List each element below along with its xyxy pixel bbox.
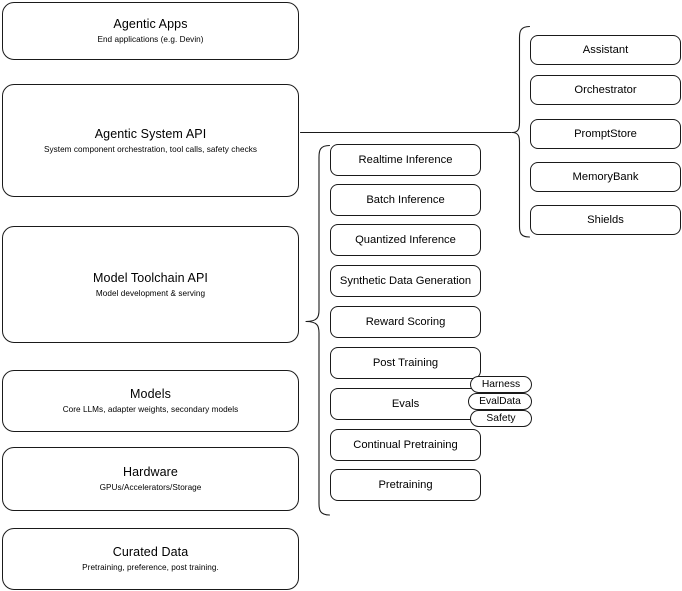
eval-subcomponent-label: Safety	[486, 413, 516, 424]
component-realtime-inference[interactable]: Realtime Inference	[330, 144, 481, 176]
component-label: Shields	[587, 214, 624, 226]
layer-title: Model Toolchain API	[93, 270, 208, 285]
component-synthetic-data-generation[interactable]: Synthetic Data Generation	[330, 265, 481, 297]
component-label: Quantized Inference	[355, 234, 456, 246]
layer-hardware[interactable]: Hardware GPUs/Accelerators/Storage	[2, 447, 299, 511]
layer-title: Hardware	[123, 465, 178, 479]
eval-subcomponent-evaldata[interactable]: EvalData	[468, 393, 532, 410]
layer-agentic-apps[interactable]: Agentic Apps End applications (e.g. Devi…	[2, 2, 299, 60]
component-label: MemoryBank	[572, 171, 639, 183]
component-continual-pretraining[interactable]: Continual Pretraining	[330, 429, 481, 461]
component-label: Pretraining	[378, 479, 433, 491]
layer-title: Agentic System API	[94, 126, 207, 141]
component-quantized-inference[interactable]: Quantized Inference	[330, 224, 481, 256]
component-pretraining[interactable]: Pretraining	[330, 469, 481, 501]
layer-subtitle: System component orchestration, tool cal…	[43, 144, 258, 154]
component-orchestrator[interactable]: Orchestrator	[530, 75, 681, 105]
layer-subtitle: Pretraining, preference, post training.	[82, 563, 219, 572]
component-label: Realtime Inference	[358, 154, 453, 166]
layer-agentic-system-api[interactable]: Agentic System API System component orch…	[2, 84, 299, 197]
layer-models[interactable]: Models Core LLMs, adapter weights, secon…	[2, 370, 299, 432]
component-assistant[interactable]: Assistant	[530, 35, 681, 65]
component-label: Orchestrator	[574, 84, 637, 96]
component-label: Reward Scoring	[365, 316, 446, 328]
agentic-components-brace	[511, 25, 531, 238]
eval-subcomponent-label: Harness	[481, 379, 521, 390]
component-label: Assistant	[582, 44, 629, 56]
layer-title: Models	[130, 387, 171, 401]
component-label: Batch Inference	[366, 194, 445, 206]
component-memorybank[interactable]: MemoryBank	[530, 162, 681, 192]
layer-title: Curated Data	[112, 545, 189, 559]
layer-subtitle: End applications (e.g. Devin)	[97, 35, 204, 44]
component-batch-inference[interactable]: Batch Inference	[330, 184, 481, 216]
component-label: PromptStore	[574, 128, 637, 140]
component-label: Synthetic Data Generation	[339, 275, 472, 287]
component-shields[interactable]: Shields	[530, 205, 681, 235]
component-reward-scoring[interactable]: Reward Scoring	[330, 306, 481, 338]
layer-subtitle: Model development & serving	[95, 288, 206, 298]
eval-subcomponent-label: EvalData	[479, 396, 521, 407]
layer-subtitle: Core LLMs, adapter weights, secondary mo…	[62, 405, 239, 414]
layer-model-toolchain-api[interactable]: Model Toolchain API Model development & …	[2, 226, 299, 343]
component-label: Post Training	[372, 357, 439, 369]
layer-subtitle: GPUs/Accelerators/Storage	[99, 483, 202, 492]
component-promptstore[interactable]: PromptStore	[530, 119, 681, 149]
layer-title: Agentic Apps	[113, 17, 188, 31]
eval-subcomponent-safety[interactable]: Safety	[470, 410, 532, 427]
toolchain-components-brace	[305, 144, 331, 516]
component-label: Continual Pretraining	[353, 439, 458, 451]
eval-subcomponent-harness[interactable]: Harness	[470, 376, 532, 393]
component-post-training[interactable]: Post Training	[330, 347, 481, 379]
layer-curated-data[interactable]: Curated Data Pretraining, preference, po…	[2, 528, 299, 590]
component-evals[interactable]: Evals	[330, 388, 481, 420]
component-label: Evals	[391, 398, 420, 410]
